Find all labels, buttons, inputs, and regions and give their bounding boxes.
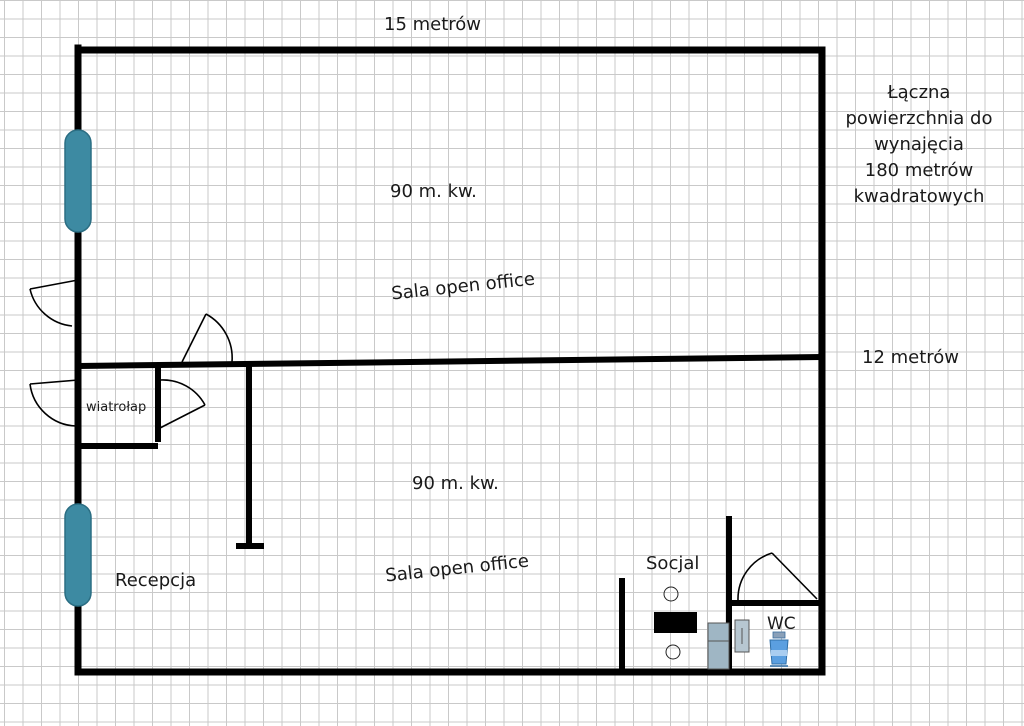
lower-room-area: 90 m. kw. [412,473,499,494]
wc-label: WC [767,614,796,634]
total-area-line: 180 metrów [864,160,974,181]
vestibule-inner-door [159,379,206,429]
windows [64,129,92,607]
table-icon [654,612,697,633]
social-room-label: Socjal [646,553,700,574]
upper-room-area: 90 m. kw. [390,181,477,202]
window-upper [64,129,92,233]
fridge-icon [707,622,730,670]
cabinet-icon [734,619,750,653]
office-door [181,313,233,363]
height-dimension-label: 12 metrów [862,347,960,368]
water-cooler-icon [769,631,789,667]
social-furniture [654,586,750,670]
doors [29,279,818,601]
chair-icon [665,644,681,660]
reception-label: Recepcja [115,570,197,591]
total-area-line: powierzchnia do [845,108,993,129]
inner-walls [77,354,823,672]
total-area-line: kwadratowych [853,186,985,207]
wc-door [737,552,818,601]
window-lower [64,503,92,607]
middle-partition [77,354,823,369]
total-area-note: Łączna powierzchnia do wynajęcia 180 met… [838,80,1000,210]
chair-icon [663,586,679,602]
width-dimension-label: 15 metrów [384,14,482,35]
total-area-line: Łączna [887,82,951,103]
entrance-door-vestibule [29,379,79,427]
total-area-line: wynajęcia [874,134,964,155]
vestibule-label: wiatrołap [86,400,147,415]
entrance-door-upper [29,279,79,327]
